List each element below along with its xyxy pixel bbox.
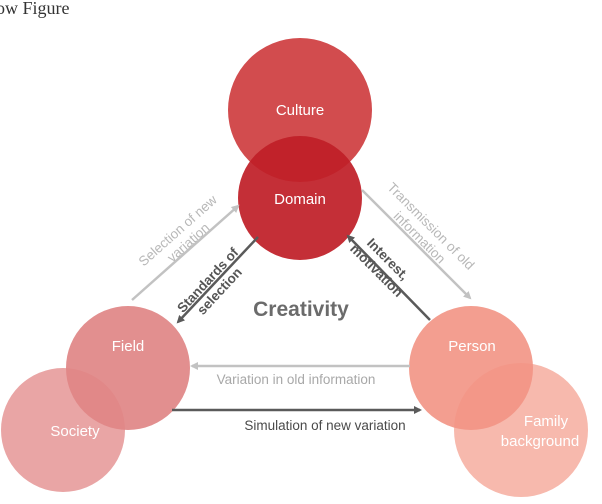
standards-arrow bbox=[176, 236, 259, 324]
partial-heading: ow Figure bbox=[0, 0, 70, 18]
simulation-label: Simulation of new variation bbox=[244, 418, 405, 433]
variation-label: Variation in old information bbox=[217, 372, 376, 387]
person-label: Person bbox=[448, 338, 496, 355]
society-label: Society bbox=[50, 423, 100, 440]
domain-label: Domain bbox=[274, 191, 326, 208]
field-label: Field bbox=[112, 338, 145, 355]
interest-arrow bbox=[346, 234, 431, 321]
field-circle bbox=[66, 306, 190, 430]
selection-arrow bbox=[131, 204, 240, 301]
center-title: Creativity bbox=[253, 298, 349, 321]
culture-label: Culture bbox=[276, 102, 324, 119]
domain-circle bbox=[238, 136, 362, 260]
family-label-line1: Family bbox=[524, 413, 569, 430]
culture-circle bbox=[228, 38, 372, 182]
person-circle bbox=[409, 306, 533, 430]
transmission-arrow bbox=[361, 189, 472, 300]
family-label-line2: background bbox=[501, 433, 579, 450]
